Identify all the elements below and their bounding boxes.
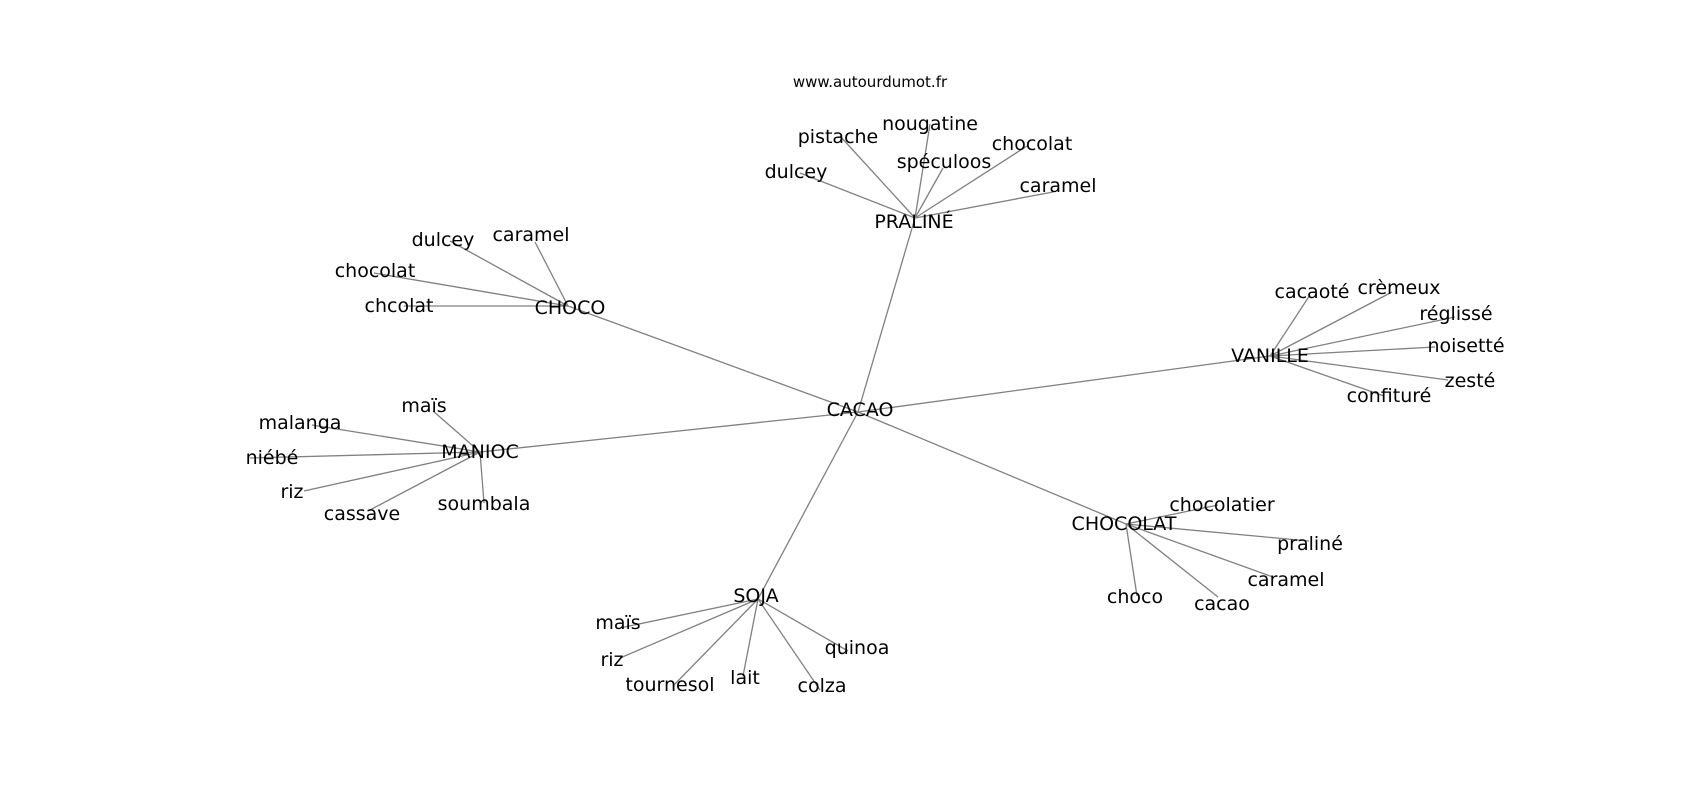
center-node-label: CACAO bbox=[827, 399, 894, 421]
leaf-node-label: zesté bbox=[1445, 370, 1496, 392]
hub-node-label-soja: SOJA bbox=[733, 585, 778, 607]
leaf-node-label: riz bbox=[600, 649, 623, 671]
edge-manioc-leaf bbox=[479, 451, 485, 504]
edge-cacao-choco bbox=[567, 305, 859, 413]
edge-vanille-leaf bbox=[1269, 355, 1385, 397]
edge-cacao-soja bbox=[757, 411, 859, 600]
edge-choco-leaf bbox=[534, 241, 569, 307]
edge-chocolat-leaf bbox=[1125, 523, 1310, 542]
leaf-node-label: confituré bbox=[1347, 385, 1432, 407]
edge-soja-leaf bbox=[757, 598, 821, 691]
edge-manioc-leaf bbox=[367, 451, 481, 512]
edge-praline-leaf bbox=[839, 135, 916, 219]
leaf-node-label: caramel bbox=[492, 224, 569, 246]
leaf-node-label: cacaoté bbox=[1275, 281, 1350, 303]
hub-node-label-manioc: MANIOC bbox=[441, 441, 518, 463]
leaf-node-label: cacao bbox=[1194, 593, 1250, 615]
leaf-node-label: caramel bbox=[1019, 175, 1096, 197]
edge-vanille-leaf bbox=[1269, 291, 1393, 357]
edge-choco-leaf bbox=[373, 272, 569, 307]
edge-vanille-leaf bbox=[1269, 294, 1311, 357]
edge-chocolat-leaf bbox=[1125, 504, 1219, 525]
leaf-node-label: praliné bbox=[1277, 533, 1343, 555]
hub-node-label-choco: CHOCO bbox=[535, 297, 606, 319]
leaf-node-label: cassave bbox=[324, 503, 400, 525]
leaf-node-label: crèmeux bbox=[1357, 277, 1440, 299]
edge-manioc-leaf bbox=[249, 451, 481, 459]
leaf-node-label: spéculoos bbox=[897, 151, 992, 173]
edge-manioc-leaf bbox=[303, 451, 481, 492]
edge-chocolat-leaf bbox=[1125, 523, 1274, 578]
leaf-node-label: chcolat bbox=[365, 295, 434, 317]
edge-soja-leaf bbox=[672, 598, 759, 687]
edge-chocolat-leaf bbox=[1125, 523, 1138, 597]
leaf-node-label: soumbala bbox=[438, 493, 531, 515]
leaf-node-label: dulcey bbox=[765, 161, 828, 183]
edge-layer bbox=[249, 123, 1456, 691]
edge-praline-leaf bbox=[914, 191, 1054, 219]
leaf-node-label: choco bbox=[1107, 586, 1163, 608]
edge-choco-leaf bbox=[449, 240, 569, 307]
hub-node-label-vanille: VANILLE bbox=[1231, 345, 1309, 367]
edge-praline-leaf bbox=[914, 145, 1028, 219]
edge-soja-leaf bbox=[619, 598, 759, 659]
edge-manioc-leaf bbox=[311, 424, 481, 453]
leaf-node-label: réglissé bbox=[1419, 303, 1492, 325]
leaf-node-label: niébé bbox=[246, 447, 299, 469]
leaf-node-label: chocolat bbox=[335, 260, 416, 282]
edge-praline-leaf bbox=[914, 123, 931, 219]
edge-praline-leaf bbox=[914, 167, 944, 219]
leaf-node-label: chocolatier bbox=[1169, 494, 1275, 516]
leaf-node-label: dulcey bbox=[412, 229, 475, 251]
leaf-node-label: nougatine bbox=[882, 113, 978, 135]
hub-node-label-praline: PRALINÉ bbox=[874, 210, 953, 233]
leaf-node-label: colza bbox=[798, 675, 847, 697]
leaf-node-label: pistache bbox=[798, 126, 879, 148]
edge-chocolat-leaf bbox=[1125, 523, 1219, 598]
edge-soja-leaf bbox=[619, 598, 759, 629]
leaf-node-label: maïs bbox=[595, 612, 640, 634]
leaf-node-label: tournesol bbox=[625, 674, 714, 696]
leaf-node-label: malanga bbox=[259, 412, 342, 434]
edge-cacao-chocolat bbox=[857, 411, 1127, 525]
edge-cacao-manioc bbox=[479, 411, 859, 453]
label-layer: CACAOPRALINÉpistachenougatinechocolatspé… bbox=[246, 113, 1505, 697]
edge-vanille-leaf bbox=[1269, 355, 1449, 381]
edge-soja-leaf bbox=[742, 598, 759, 677]
leaf-node-label: quinoa bbox=[825, 637, 890, 659]
leaf-node-label: maïs bbox=[401, 395, 446, 417]
edge-cacao-vanille bbox=[857, 355, 1271, 413]
edge-vanille-leaf bbox=[1269, 346, 1436, 357]
edge-manioc-leaf bbox=[432, 410, 481, 453]
edge-cacao-praline bbox=[857, 217, 916, 413]
hub-node-label-chocolat: CHOCOLAT bbox=[1072, 513, 1177, 535]
leaf-node-label: lait bbox=[730, 667, 760, 689]
leaf-node-label: riz bbox=[280, 481, 303, 503]
leaf-node-label: chocolat bbox=[992, 133, 1073, 155]
source-label: www.autourdumot.fr bbox=[793, 73, 948, 91]
edge-soja-leaf bbox=[757, 598, 849, 652]
leaf-node-label: caramel bbox=[1247, 569, 1324, 591]
edge-vanille-leaf bbox=[1269, 316, 1456, 357]
edge-praline-leaf bbox=[799, 172, 916, 219]
leaf-node-label: noisetté bbox=[1427, 335, 1504, 357]
